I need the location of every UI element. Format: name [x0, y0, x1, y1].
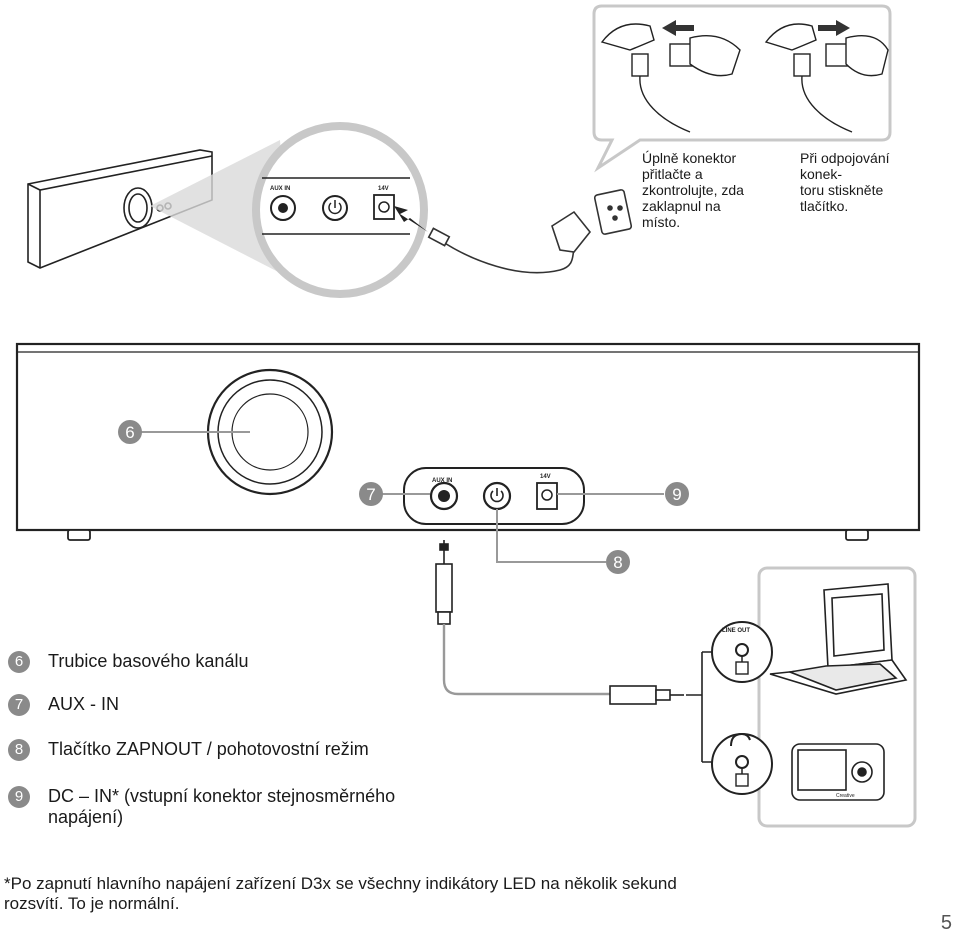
media-player-illustration: Creative: [791, 743, 885, 801]
legend-item-8: 8 Tlačítko ZAPNOUT / pohotovostní režim: [8, 739, 369, 761]
sources-frame: LINE OUT Creative: [711, 566, 917, 828]
aux-cable: [435, 540, 712, 763]
legend-item-9: 9 DC – IN* (vstupní konektor stejnosměrn…: [8, 786, 395, 828]
push-arrow-icon: [818, 20, 850, 36]
power-adapter-cord: [427, 189, 633, 274]
legend-badge: 7: [8, 694, 30, 716]
pull-arrow-icon: [662, 20, 694, 36]
player-brand: Creative: [836, 793, 855, 799]
footnote: *Po zapnutí hlavního napájení zařízení D…: [4, 874, 677, 913]
callout-6: 6: [125, 423, 134, 442]
legend-badge: 8: [8, 739, 30, 761]
speaker-front-panel: AUX IN 14V 6 7 8 9: [15, 342, 921, 574]
laptop-illustration: [769, 583, 908, 695]
speaker-small-illustration: [27, 149, 213, 269]
connect-caption: Úplně konektor přitlačte a zkontrolujte,…: [642, 150, 744, 230]
legend-badge: 6: [8, 651, 30, 673]
legend-item-6: 6 Trubice basového kanálu: [8, 651, 248, 673]
page-number: 5: [940, 912, 952, 934]
dc-in-label: 14V: [540, 474, 551, 480]
disconnect-caption: Při odpojování konek- toru stiskněte tla…: [800, 150, 890, 214]
legend-badge: 9: [8, 786, 30, 808]
connector-callout-bubble: [592, 4, 892, 173]
callout-7: 7: [366, 485, 375, 504]
callout-9: 9: [672, 485, 681, 504]
dc-in-jack: [536, 482, 558, 510]
aux-in-label: AUX IN: [432, 478, 452, 484]
insert-arrow: [394, 206, 428, 232]
line-out-label: LINE OUT: [722, 628, 750, 634]
headphone-icon: [730, 732, 751, 747]
legend-item-7: 7 AUX - IN: [8, 694, 119, 716]
magnifier-lens: AUX IN 14V: [150, 122, 428, 298]
callout-8: 8: [613, 553, 622, 572]
aux-in-panel-label: AUX IN: [270, 186, 290, 192]
dc-in-panel-label: 14V: [378, 186, 389, 192]
